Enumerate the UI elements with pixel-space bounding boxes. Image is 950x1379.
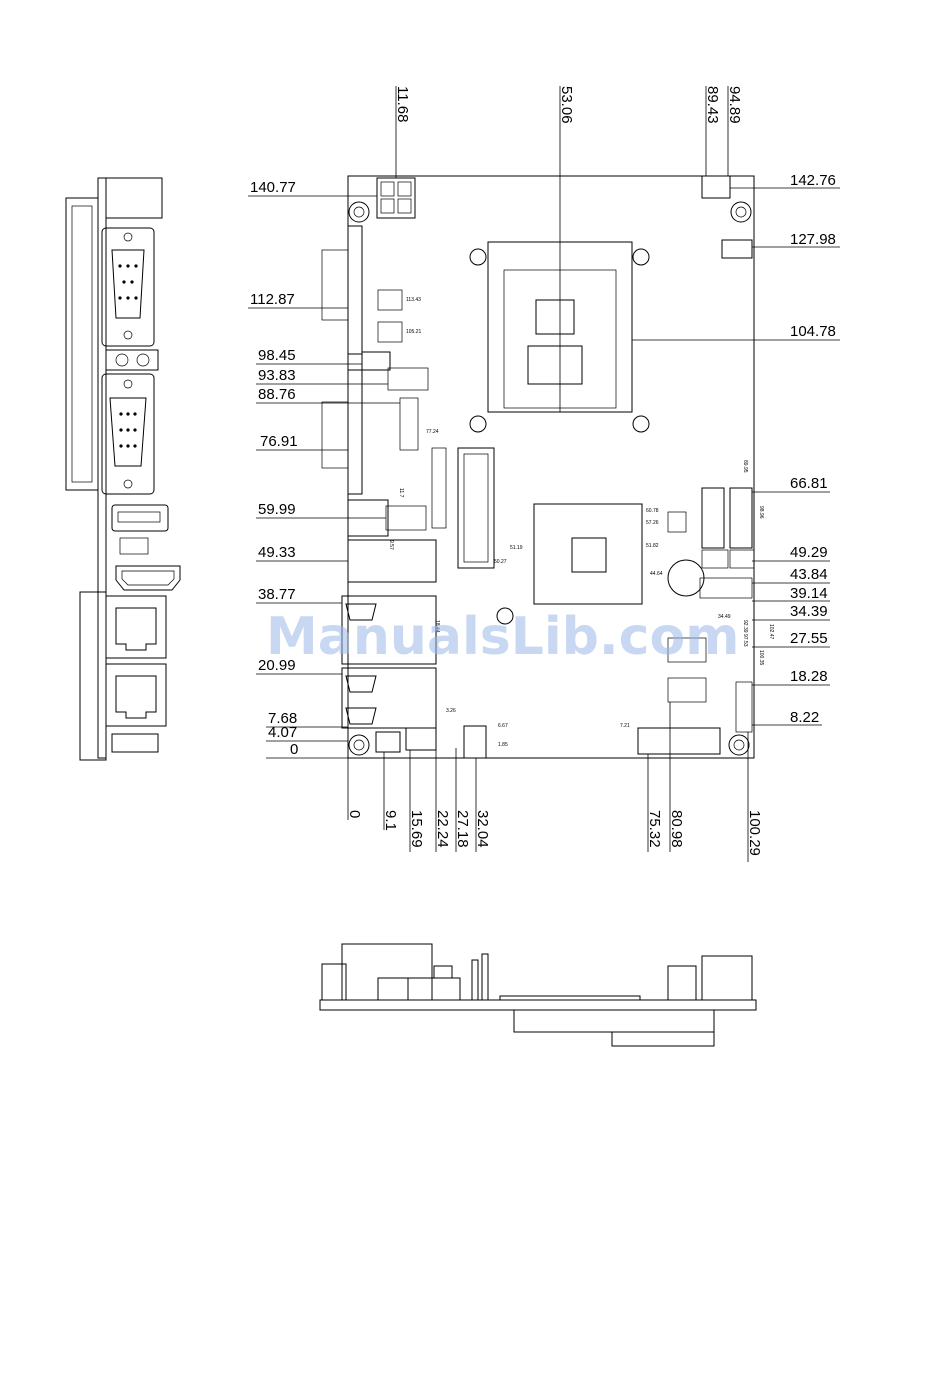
dim-38-77: 38.77 [258, 586, 296, 603]
chipset [496, 503, 643, 625]
small-label: 92.39 [742, 620, 748, 633]
side-view-io-panel [65, 177, 181, 761]
small-label: 57.26 [646, 520, 659, 526]
serial-port [101, 227, 155, 347]
dim-9-1: 9.1 [382, 810, 399, 831]
dim-27-55: 27.55 [790, 630, 828, 647]
usb-port [111, 504, 169, 532]
small-label: 44.64 [650, 571, 663, 577]
dim-98-45: 98.45 [258, 347, 296, 364]
power-connector [376, 177, 416, 219]
small-label: 89.95 [742, 460, 748, 473]
small-label: 100.35 [758, 650, 764, 666]
dim-32-04: 32.04 [474, 810, 491, 848]
small-label: 11.7 [398, 488, 404, 498]
dim-53-06: 53.06 [558, 86, 575, 124]
dim-27-18: 27.18 [454, 810, 471, 848]
dim-11-68: 11.68 [394, 86, 411, 122]
cpu-heatsink-area [469, 241, 650, 433]
dim-34-39: 34.39 [790, 603, 828, 620]
dim-15-69: 15.69 [408, 810, 425, 848]
battery [667, 559, 705, 597]
dim-89-43: 89.43 [704, 86, 721, 124]
dim-140-77: 140.77 [250, 179, 296, 196]
dim-112-87: 112.87 [250, 291, 295, 308]
dim-75-32: 75.32 [646, 810, 663, 848]
dim-104-78: 104.78 [790, 323, 836, 340]
dim-127-98: 127.98 [790, 231, 836, 248]
bottom-dimension-labels: 0 9.1 15.69 22.24 27.18 32.04 75.32 80.9… [346, 810, 763, 856]
small-label: 1.85 [498, 742, 508, 748]
dim-80-98: 80.98 [668, 810, 685, 848]
dim-49-29: 49.29 [790, 544, 828, 561]
small-board-labels: 113.43 105.21 77.24 60.78 57.26 51.82 51… [388, 297, 774, 748]
small-label: 6.67 [498, 723, 508, 729]
small-label: 97.53 [742, 634, 748, 647]
small-label: 50.27 [494, 559, 507, 565]
dim-100-29: 100.29 [746, 810, 763, 856]
small-label: 60.78 [646, 508, 659, 514]
dim-8-22: 8.22 [790, 709, 819, 726]
dim-4-07: 4.07 [268, 724, 297, 741]
dim-20-99: 20.99 [258, 657, 296, 674]
dim-93-83: 93.83 [258, 367, 296, 384]
small-label: 98.96 [758, 506, 764, 519]
board-top-view [321, 175, 755, 759]
small-label: 18.44 [434, 620, 440, 633]
right-dimension-labels: 142.76 127.98 104.78 66.81 49.29 43.84 3… [790, 172, 836, 726]
lan-port-2 [105, 663, 167, 727]
dim-0-y: 0 [290, 741, 298, 758]
small-label: 51.19 [510, 545, 523, 551]
dim-59-99: 59.99 [258, 501, 296, 518]
hdmi-port [115, 565, 181, 591]
small-label: 9.57 [388, 540, 394, 550]
dim-88-76: 88.76 [258, 386, 296, 403]
top-dimension-labels: 11.68 53.06 89.43 94.89 [394, 86, 743, 124]
pin-headers [377, 289, 753, 733]
dim-142-76: 142.76 [790, 172, 836, 189]
small-label: 102.47 [768, 624, 774, 640]
lan-port-1 [105, 595, 167, 659]
small-label: 51.82 [646, 543, 659, 549]
small-label: 77.24 [426, 429, 439, 435]
dim-66-81: 66.81 [790, 475, 828, 492]
small-label: 7.21 [620, 723, 630, 729]
watermark-text: ManualsLib.com [266, 607, 739, 667]
left-dimension-labels: 140.77 112.87 98.45 93.83 88.76 76.91 59… [250, 179, 298, 758]
dimension-lines [248, 86, 840, 862]
small-label: 113.43 [406, 297, 421, 303]
dim-76-91: 76.91 [260, 433, 298, 450]
dim-39-14: 39.14 [790, 585, 828, 602]
dim-94-89: 94.89 [726, 86, 743, 124]
sodimm-slot [457, 447, 495, 569]
dim-18-28: 18.28 [790, 668, 828, 685]
dim-49-33: 49.33 [258, 544, 296, 561]
small-label: 105.21 [406, 329, 422, 335]
sata-connectors [701, 487, 755, 569]
small-label: 34.49 [718, 614, 731, 620]
mounting-holes [348, 201, 752, 756]
dim-22-24: 22.24 [434, 810, 451, 848]
vga-port [101, 373, 155, 495]
dim-0-x: 0 [346, 810, 363, 818]
edge-view [319, 943, 757, 1047]
dim-43-84: 43.84 [790, 566, 828, 583]
small-label: 3.26 [446, 708, 456, 714]
dim-7-68: 7.68 [268, 710, 297, 727]
